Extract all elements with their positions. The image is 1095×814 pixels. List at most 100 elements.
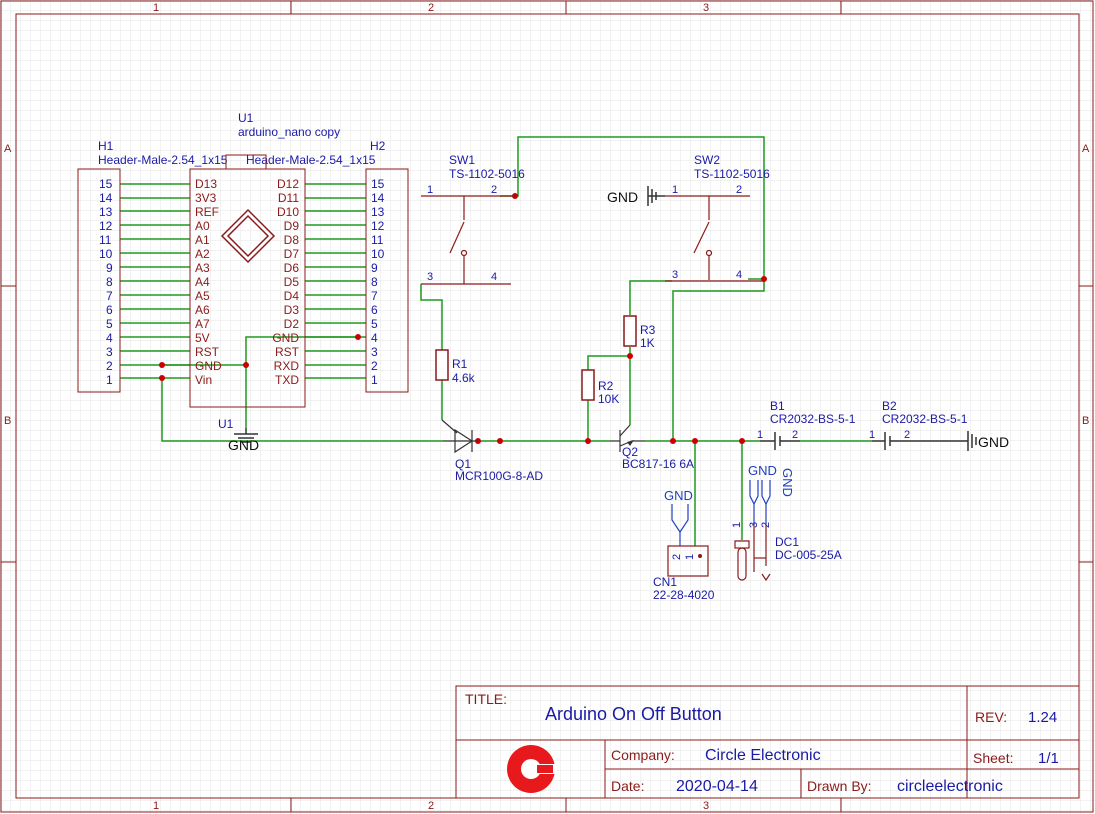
h1-ref: H1 bbox=[98, 139, 114, 153]
u1-pin-left: A7 bbox=[195, 317, 210, 331]
u1-pin-left: 5V bbox=[195, 331, 210, 345]
r2-value: 10K bbox=[598, 392, 619, 406]
h1-pin: 7 bbox=[106, 289, 113, 303]
dc1-pin3: 3 bbox=[748, 522, 760, 528]
u1-pin-right: D8 bbox=[284, 233, 300, 247]
thyristor-q1: Q1 MCR100G-8-AD bbox=[441, 419, 543, 483]
battery-b1: 1 2 B1 CR2032-BS-5-1 bbox=[757, 399, 856, 450]
sw1-ref: SW1 bbox=[449, 153, 475, 167]
h2-pin: 3 bbox=[371, 345, 378, 359]
h2-pin: 4 bbox=[371, 331, 378, 345]
sw2-ref: SW2 bbox=[694, 153, 720, 167]
h2-ref: H2 bbox=[370, 139, 386, 153]
r3-ref: R3 bbox=[640, 323, 656, 337]
u1-pin-right: RST bbox=[275, 345, 300, 359]
h1-pin: 3 bbox=[106, 345, 113, 359]
cn1-pin1: 1 bbox=[684, 554, 696, 560]
u1-left-pins: D13 3V3 REF A0 A1 A2 A3 A4 A5 A6 A7 5V R… bbox=[195, 177, 222, 387]
ground-icon bbox=[234, 428, 258, 443]
drawn-by-label: Drawn By: bbox=[807, 778, 872, 794]
b1-pin2: 2 bbox=[792, 429, 798, 441]
b2-value: CR2032-BS-5-1 bbox=[882, 412, 968, 426]
h2-pin: 2 bbox=[371, 359, 378, 373]
h1-pin: 15 bbox=[99, 177, 113, 191]
net-gnd-dc1-a: GND bbox=[748, 463, 777, 478]
cn1-value: 22-28-4020 bbox=[653, 588, 715, 602]
arduino-nano-u1: U1 arduino_nano copy U1 D13 3V3 REF A0 A… bbox=[189, 111, 340, 431]
resistor-r2: R2 10K bbox=[581, 369, 619, 406]
h1-pin: 13 bbox=[99, 205, 113, 219]
sheet-label: Sheet: bbox=[973, 750, 1013, 766]
drawn-by-value: circleelectronic bbox=[897, 778, 1003, 795]
b1-ref: B1 bbox=[770, 399, 785, 413]
r1-value: 4.6k bbox=[452, 371, 476, 385]
sw2-pin2: 2 bbox=[736, 184, 742, 196]
rev-label: REV: bbox=[975, 709, 1007, 725]
cn1-pin2: 2 bbox=[671, 554, 683, 560]
sw2-pin3: 3 bbox=[672, 269, 678, 281]
net-gnd-u1: GND bbox=[228, 437, 259, 453]
date-value: 2020-04-14 bbox=[676, 778, 758, 795]
u1-pin-right: D9 bbox=[284, 219, 300, 233]
sw1-pin3: 3 bbox=[427, 271, 433, 283]
sw1-pin4: 4 bbox=[491, 271, 497, 283]
b1-value: CR2032-BS-5-1 bbox=[770, 412, 856, 426]
u1-pin-left: A1 bbox=[195, 233, 210, 247]
dc1-pin2: 2 bbox=[760, 522, 772, 528]
q2-ref: Q2 bbox=[622, 445, 638, 459]
u1-pin-right: D12 bbox=[277, 177, 299, 191]
transistor-q2: Q2 BC817-16 6A bbox=[610, 424, 694, 471]
arduino-logo-icon bbox=[220, 208, 276, 264]
u1-pin-right: D11 bbox=[278, 191, 299, 205]
h1-pin: 14 bbox=[99, 191, 113, 205]
u1-pin-right: D4 bbox=[284, 289, 300, 303]
h2-value: Header-Male-2.54_1x15 bbox=[246, 153, 376, 167]
h2-pin: 14 bbox=[371, 191, 385, 205]
b2-pin1: 1 bbox=[869, 429, 875, 441]
frame-row-b-right: B bbox=[1082, 415, 1089, 427]
u1-pin-right: D7 bbox=[284, 247, 300, 261]
q1-value: MCR100G-8-AD bbox=[455, 469, 543, 483]
dc1-pin1: 1 bbox=[731, 522, 743, 528]
sw2-pin4: 4 bbox=[736, 269, 742, 281]
resistor-r3: R3 1K bbox=[623, 315, 656, 350]
u1-ref-bottom: U1 bbox=[218, 417, 234, 431]
h1-pin: 2 bbox=[106, 359, 113, 373]
h1-pin: 9 bbox=[106, 261, 113, 275]
switch-sw2: SW2 TS-1102-5016 1 2 3 4 bbox=[665, 153, 770, 282]
u1-pin-left: 3V3 bbox=[195, 191, 217, 205]
frame-row-b-left: B bbox=[4, 415, 11, 427]
q2-value: BC817-16 6A bbox=[622, 457, 694, 471]
h2-pin: 11 bbox=[371, 233, 384, 247]
dc1-value: DC-005-25A bbox=[775, 548, 842, 562]
b2-pin2: 2 bbox=[904, 429, 910, 441]
ground-icon bbox=[647, 186, 665, 206]
h2-pin: 12 bbox=[371, 219, 385, 233]
u1-pin-right: RXD bbox=[274, 359, 300, 373]
u1-pin-left: D13 bbox=[195, 177, 217, 191]
r1-ref: R1 bbox=[452, 357, 468, 371]
net-gnd-dc1-b: GND bbox=[780, 468, 795, 497]
frame-row-a-left: A bbox=[4, 143, 12, 155]
switch-sw1: SW1 TS-1102-5016 1 2 3 4 bbox=[421, 153, 525, 285]
dc1-ref: DC1 bbox=[775, 535, 799, 549]
frame-col-1-bottom: 1 bbox=[153, 800, 159, 812]
battery-b2: 1 2 B2 CR2032-BS-5-1 bbox=[869, 399, 968, 450]
sw1-pin1: 1 bbox=[427, 184, 433, 196]
title-label: TITLE: bbox=[465, 691, 507, 707]
title-value: Arduino On Off Button bbox=[545, 704, 722, 724]
h1-pin: 10 bbox=[99, 247, 113, 261]
net-gnd-b2: GND bbox=[978, 434, 1009, 450]
r2-ref: R2 bbox=[598, 379, 614, 393]
u1-pin-left: RST bbox=[195, 345, 220, 359]
sw1-pin2: 2 bbox=[491, 184, 497, 196]
net-gnd-sw2: GND bbox=[607, 189, 638, 205]
h1-pin-labels: 15 14 13 12 11 10 9 8 7 6 5 4 3 2 1 bbox=[99, 177, 113, 387]
frame-col-2-bottom: 2 bbox=[428, 800, 434, 812]
h1-pin: 11 bbox=[99, 233, 112, 247]
q1-ref: Q1 bbox=[455, 457, 471, 471]
header-h1: H1 Header-Male-2.54_1x15 15 14 13 12 11 … bbox=[77, 139, 228, 393]
u1-value: arduino_nano copy bbox=[238, 125, 340, 139]
